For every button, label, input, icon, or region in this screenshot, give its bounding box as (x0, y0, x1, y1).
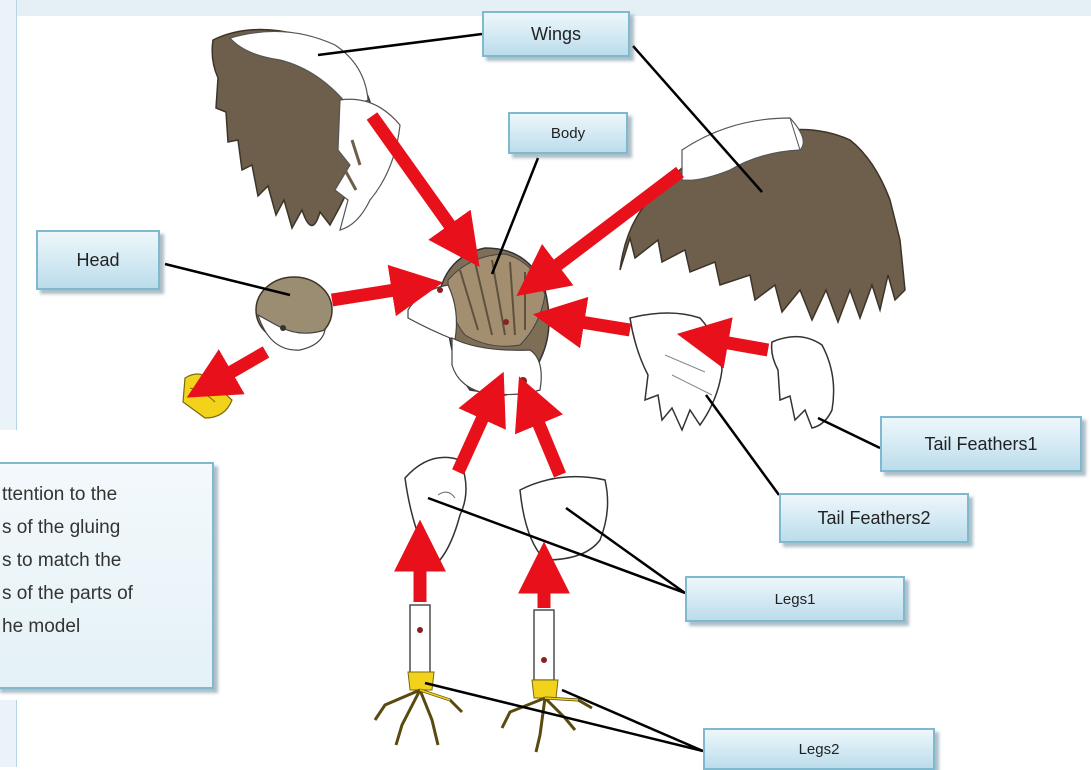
left-wing-part (212, 30, 400, 230)
legs-2-part (375, 605, 592, 752)
assembly-note-box: ttention to the s of the gluing s to mat… (0, 462, 214, 689)
label-head: Head (36, 230, 160, 290)
note-line: s to match the (0, 544, 210, 577)
head-part (256, 277, 332, 350)
assembly-note-text: ttention to the s of the gluing s to mat… (0, 478, 210, 643)
tail-feathers-1-part (772, 337, 834, 428)
body-part (408, 248, 549, 395)
note-line: s of the gluing (0, 511, 210, 544)
legs-1-part (405, 457, 608, 560)
label-tail-feathers-2: Tail Feathers2 (779, 493, 969, 543)
tail-feathers-2-part (630, 313, 722, 430)
label-legs-1: Legs1 (685, 576, 905, 622)
label-wings: Wings (482, 11, 630, 57)
label-legs-2: Legs2 (703, 728, 935, 770)
note-line: he model (0, 610, 210, 643)
label-body: Body (508, 112, 628, 154)
right-wing-part (620, 118, 905, 322)
note-line: ttention to the (0, 478, 210, 511)
note-line: s of the parts of (0, 577, 210, 610)
label-tail-feathers-1: Tail Feathers1 (880, 416, 1082, 472)
